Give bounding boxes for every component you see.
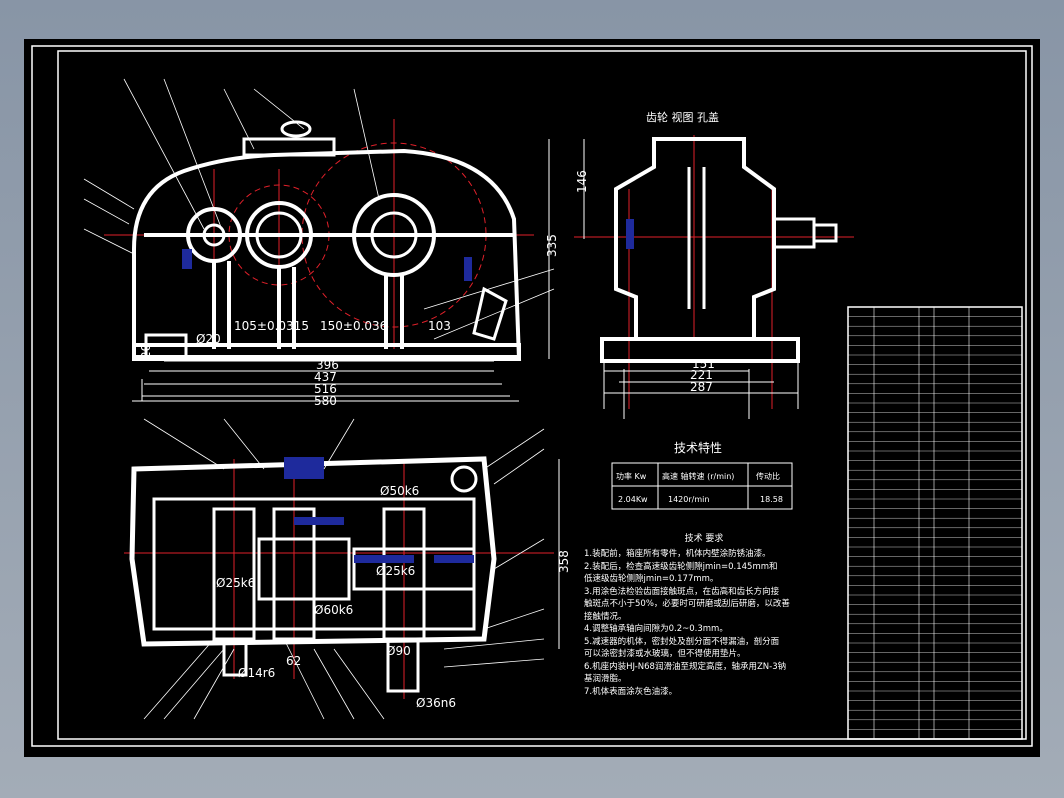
side-output-key [812,223,838,243]
requirements-lines: 1.装配前，箱座所有零件，机体内壁涂防锈油漆。 2.装配后，检查高速级齿轮侧隙jm… [584,548,824,698]
front-dim-center-1: 105±0.0315 [234,319,309,333]
plan-dim-d60k6: Ø60k6 [314,603,353,617]
plan-input-shaft [222,637,248,677]
inner-frame [57,50,1027,740]
front-dim-516: 516 [314,382,337,396]
side-dim-lines [583,139,799,419]
front-dim-103: 103 [428,319,451,333]
front-dim-437: 437 [314,370,337,384]
requirement-line: 7.机体表面涂灰色油漆。 [584,686,678,697]
side-view: 齿轮 视图 孔盖 146 151 221 287 [574,110,854,419]
plan-view: Ø50k6 Ø25k6 Ø25k6 Ø60k6 Ø14r6 62 Ø90 Ø36… [124,418,571,720]
requirements-block: 技术 要求 1.装配前，箱座所有零件，机体内壁涂防锈油漆。 2.装配后，检查高速级… [584,531,824,698]
plan-inner-wall [152,497,476,631]
plan-dim-d25k6-b: Ø25k6 [376,564,415,578]
side-housing [614,137,776,341]
front-hatch-1 [182,249,192,269]
side-output-shaft [772,217,816,249]
side-dim-221: 221 [690,368,713,382]
side-dim-146: 146 [575,170,589,193]
front-bearing-2-bore [255,211,303,259]
front-dim-335: 335 [545,234,559,257]
drawing-viewport[interactable]: 105±0.0315 150±0.036 103 396 437 516 580… [24,39,1040,757]
plan-shaft-2 [272,507,316,641]
front-view: 105±0.0315 150±0.036 103 396 437 516 580… [83,78,559,408]
side-base [600,337,800,363]
requirement-line: 可以涂密封漆或水玻璃，但不得使用垫片。 [584,649,746,659]
front-leaders [83,78,555,340]
front-dim-center-2: 150±0.036 [320,319,387,333]
requirement-line: 2.装配后，检查高速级齿轮侧隙jmin=0.145mm和 [584,561,778,572]
plan-bolt-hole [450,465,478,493]
tech-spec-header-power: 功率 Kw [616,471,647,481]
plan-leaders [143,418,545,720]
tech-spec-title: 技术特性 [674,440,722,455]
requirement-line: 6.机座内装HJ-N68润滑油至规定高度，轴承用ZN-3钠 [584,661,787,672]
front-vent-plug [280,120,312,138]
tech-spec-cell-ratio: 18.58 [760,495,783,504]
requirement-line: 1.装配前，箱座所有零件，机体内壁涂防锈油漆。 [584,549,771,559]
plan-housing [129,456,497,647]
outer-frame [31,45,1033,747]
front-base [134,343,521,359]
side-web [687,167,706,309]
parts-list [847,306,1023,740]
plan-gear-2 [352,547,476,591]
front-inspection-cover [242,137,336,157]
side-hatch [626,219,634,249]
tech-spec-header-ratio: 传动比 [756,471,780,481]
side-view-title: 齿轮 视图 孔盖 [646,110,719,124]
tech-spec-cell-power: 2.04Kw [618,495,648,504]
front-drain-plug [144,333,188,359]
plan-dim-62: 62 [286,654,301,668]
front-dim-20: 20 [139,344,153,359]
side-dim-287: 287 [690,380,713,394]
front-ribs [212,261,404,349]
tech-spec: 技术特性 功率 Kw 高速 轴转速 (r/min) 传动比 2.04Kw 142… [611,440,793,510]
front-dim-lines-v [141,139,550,401]
plan-dim-d50k6: Ø50k6 [380,484,419,498]
requirement-line: 低速级齿轮侧隙jmin=0.177mm。 [584,574,719,584]
plan-dim-358: 358 [557,550,571,573]
tech-spec-cell-speed: 1420r/min [668,495,709,504]
front-dim-lines [132,360,519,402]
requirement-line: 3.用涂色法检验齿面接触斑点，在齿高和齿长方向接 [584,586,780,597]
front-bearing-3-bore [370,211,418,259]
requirement-line: 接触情况。 [584,611,627,622]
front-dim-396: 396 [316,358,339,372]
front-dim-580: 580 [314,394,337,408]
plan-hatch-3 [354,555,414,563]
requirement-line: 4.调整轴承轴向间隙为0.2~0.3mm。 [584,624,728,634]
side-dim-151: 151 [692,357,715,371]
requirements-title: 技术 要求 [684,534,724,544]
plan-hatch-4 [434,555,474,563]
plan-gear-1 [257,537,351,601]
plan-dim-d25k6-a: Ø25k6 [216,576,255,590]
plan-dim-d36n6: Ø36n6 [416,696,456,710]
front-oil-gauge [472,286,508,341]
plan-dim-d90: Ø90 [386,644,411,658]
parts-list-rows [848,306,1022,730]
tech-spec-header-speed: 高速 轴转速 (r/min) [662,471,734,481]
requirement-line: 触斑点不小于50%，必要时可研磨或刮后研磨，以改善 [584,599,790,609]
front-bearing-3 [352,193,436,277]
plan-dim-d14r6: Ø14r6 [238,666,275,680]
requirement-line: 基润滑脂。 [584,674,627,684]
plan-hatch-1 [284,457,324,479]
side-dim-lines-h [604,370,798,394]
plan-hatch-2 [294,517,344,525]
front-hatch-2 [464,257,472,281]
front-dim-d20: Ø20 [196,332,221,346]
requirement-line: 5.减速器的机体，密封处及剖分面不得漏油，剖分面 [584,636,780,647]
plan-output-shaft [386,637,420,693]
drawing-canvas: 105±0.0315 150±0.036 103 396 437 516 580… [31,45,1033,747]
front-housing [132,148,522,361]
